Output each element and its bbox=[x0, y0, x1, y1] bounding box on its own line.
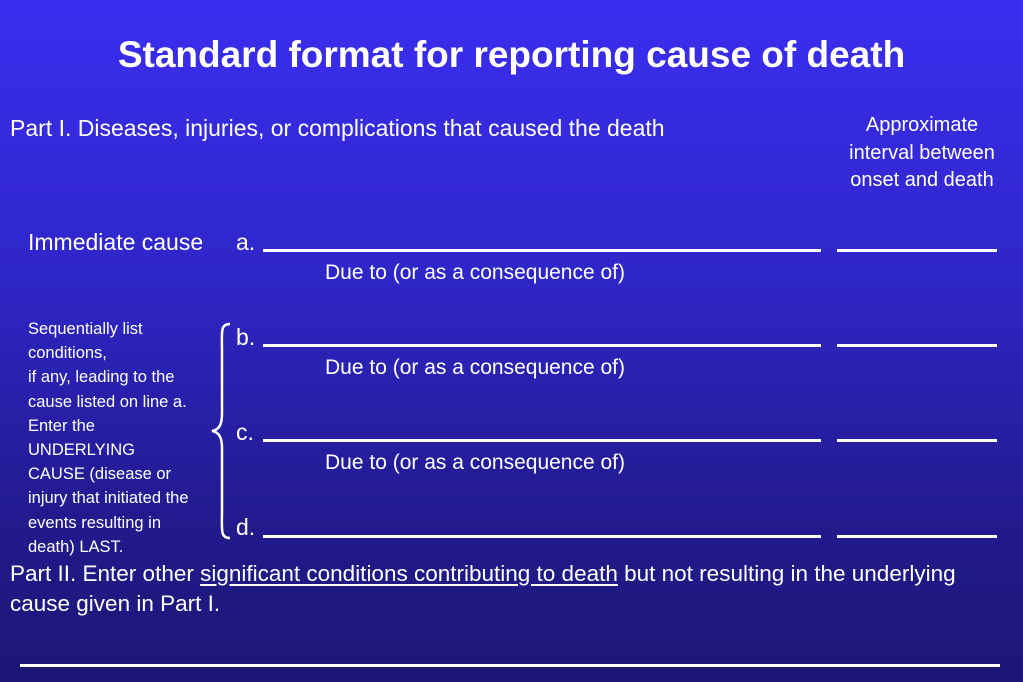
part2-answer-line[interactable] bbox=[20, 664, 1000, 667]
interval-line-c[interactable] bbox=[837, 439, 997, 442]
cause-line-b[interactable] bbox=[263, 344, 821, 347]
interval-header-line: interval between bbox=[849, 141, 995, 164]
sequential-note-line: UNDERLYING bbox=[28, 441, 135, 460]
sequential-note-line: injury that initiated the bbox=[28, 489, 189, 508]
cause-line-d[interactable] bbox=[263, 535, 821, 538]
interval-line-a[interactable] bbox=[837, 249, 997, 252]
line-letter-d: d. bbox=[236, 514, 256, 540]
interval-header-line: Approximate bbox=[865, 114, 979, 136]
interval-header: Approximate interval between onset and d… bbox=[832, 112, 1012, 195]
part2-text: Part II. Enter other significant conditi… bbox=[10, 559, 1010, 619]
interval-line-b[interactable] bbox=[837, 344, 997, 347]
sequential-note-line: Enter the bbox=[28, 416, 95, 435]
cause-line-c[interactable] bbox=[263, 439, 821, 442]
sequential-note-line: events resulting in bbox=[28, 513, 161, 532]
sequential-note: Sequentially list conditions, if any, le… bbox=[28, 317, 228, 559]
due-to-label-b: Due to (or as a consequence of) bbox=[325, 356, 626, 379]
line-letter-a: a. bbox=[236, 229, 256, 255]
sequential-note-line: death) LAST. bbox=[28, 537, 124, 556]
immediate-cause-label: Immediate cause bbox=[28, 229, 204, 255]
part2-suffix: but not resulting in the underlying caus… bbox=[10, 561, 956, 616]
cause-line-a[interactable] bbox=[263, 249, 821, 252]
sequential-note-line: CAUSE (disease or bbox=[28, 465, 172, 484]
interval-line-d[interactable] bbox=[837, 535, 997, 538]
due-to-label-c: Due to (or as a consequence of) bbox=[325, 451, 626, 474]
sequential-note-line: if any, leading to the bbox=[28, 368, 175, 387]
sequential-note-line: conditions, bbox=[28, 344, 107, 363]
sequential-note-line: Sequentially list bbox=[28, 320, 143, 338]
part2-prefix: Part II. Enter other bbox=[10, 561, 201, 586]
sequential-note-line: cause listed on line a. bbox=[28, 392, 187, 411]
due-to-label-a: Due to (or as a consequence of) bbox=[325, 261, 626, 284]
part2-underlined: significant conditions contributing to d… bbox=[200, 561, 618, 586]
interval-header-line: onset and death bbox=[850, 169, 994, 191]
line-letter-c: c. bbox=[236, 419, 254, 445]
page-title: Standard format for reporting cause of d… bbox=[117, 34, 906, 75]
line-letter-b: b. bbox=[236, 324, 256, 350]
part1-heading: Part I. Diseases, injuries, or complicat… bbox=[10, 115, 665, 141]
curly-brace-icon bbox=[211, 322, 231, 540]
